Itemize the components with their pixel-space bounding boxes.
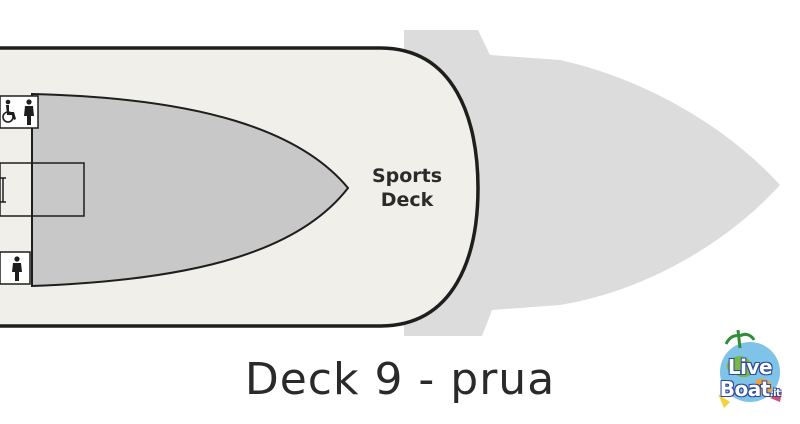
liveboat-word-boat: Boat (719, 377, 771, 401)
sports-deck-label: Sports Deck (352, 164, 462, 212)
sports-deck-label-line2: Deck (380, 189, 434, 211)
person-icon (24, 99, 34, 125)
elevator-block (0, 162, 85, 217)
sports-deck-label-line1: Sports (371, 165, 443, 187)
person-icon (12, 256, 22, 281)
deck-caption: Deck 9 - prua (244, 354, 556, 405)
ship-hull (404, 30, 780, 336)
globe-icon (718, 329, 782, 408)
liveboat-word-live: Live (727, 355, 773, 379)
liveboat-word-tld: .it (769, 388, 781, 399)
elevator-icon (0, 177, 6, 203)
wheelchair-icon (2, 99, 16, 123)
sports-court (31, 92, 350, 288)
